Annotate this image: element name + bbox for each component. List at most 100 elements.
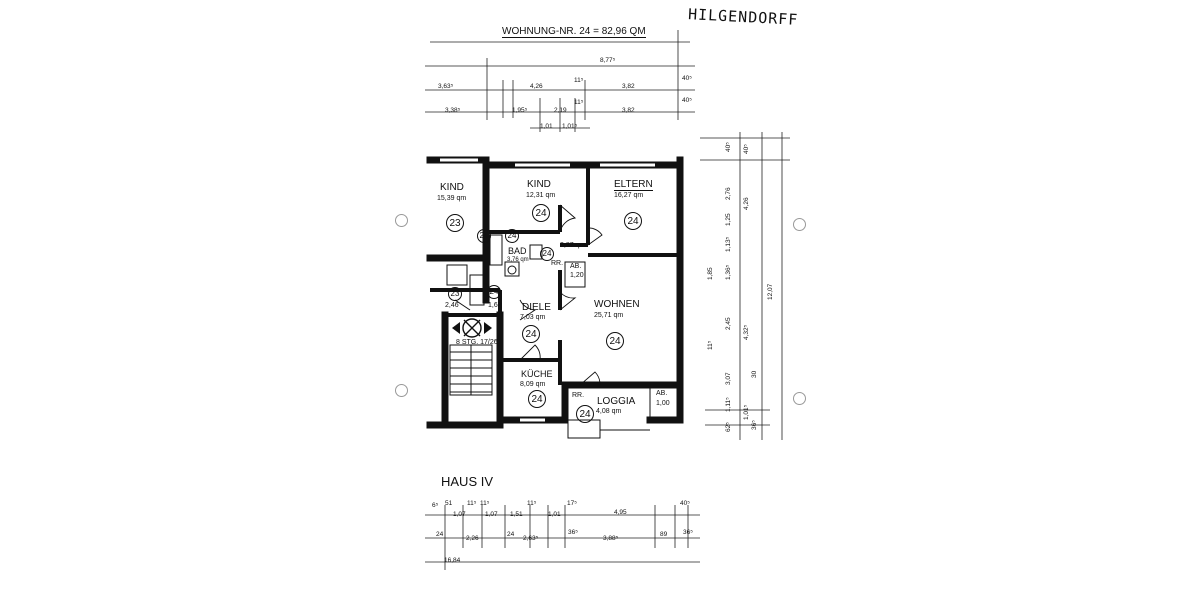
dim-bot-r2-4: 2,63⁵ <box>523 535 539 542</box>
punch-hole-right-top <box>793 218 806 231</box>
room-kind-24-area: 12,31 qm <box>526 192 556 199</box>
dim-right-c3-2: 11⁵ <box>707 340 714 350</box>
flur-area: 3,87 qm <box>560 242 586 249</box>
dim-top-r1-5: 40⁵ <box>682 75 692 82</box>
unit-badge-diele: 24 <box>522 325 540 343</box>
dim-bot-r2-8: 36⁵ <box>683 529 693 536</box>
room-kind-24-name: KIND <box>527 179 551 190</box>
building-label: HAUS IV <box>441 474 494 489</box>
dim-top-r3-1: 1,01 <box>540 123 553 130</box>
room-diele-area: 7,03 qm <box>520 314 546 321</box>
dim-bot-r2-3: 24 <box>507 531 515 538</box>
room-kueche-area: 8,09 qm <box>520 381 546 388</box>
unit-title: WOHNUNG-NR. 24 = 82,96 QM <box>502 26 646 38</box>
dim-top-r2-1: 3,38⁵ <box>445 107 461 114</box>
dim-top-r1-4: 3,82 <box>622 83 635 90</box>
bottom-dimension-lines <box>425 505 700 570</box>
unit-badge-kind-24: 24 <box>532 204 550 222</box>
dim-top-r2-6: 40⁵ <box>682 97 692 104</box>
room-kind-23-name: KIND <box>440 182 464 193</box>
dim-top-r1-2: 4,26 <box>530 83 543 90</box>
unit-badge-small-d: 23 <box>448 287 462 301</box>
room-kind-23-area: 15,39 qm <box>437 195 467 202</box>
room-bad-name: BAD <box>508 246 527 256</box>
room-bad-area: 3,76 qm <box>507 257 529 263</box>
dim-bot-r1-11: 4,95 <box>614 509 627 516</box>
room-eltern-area: 16,27 qm <box>614 192 644 199</box>
dim-right-outer: 12,07 <box>767 283 774 300</box>
ab-value-1: 1,20 <box>570 272 584 279</box>
stairwell <box>449 344 493 396</box>
interior-walls <box>430 165 680 385</box>
ab-label-1: AB. <box>570 263 582 270</box>
dim-right-c2-4: 1,13⁵ <box>725 236 732 252</box>
dim-right-c2-8: 1,11⁵ <box>725 397 732 412</box>
room-loggia-name: LOGGIA <box>597 396 636 407</box>
dim-top-r2-4: 11⁵ <box>574 99 584 106</box>
dim-right-c2-5: 1,36⁵ <box>725 264 732 280</box>
utility-boxes <box>446 264 485 311</box>
dim-bot-r2-7: 89 <box>660 531 668 538</box>
dim-bot-r1-6: 11⁵ <box>480 500 490 507</box>
unit-badge-23: 23 <box>446 214 464 232</box>
dim-top-r2-2: 1,95⁵ <box>512 107 528 114</box>
dim-right-c2-7: 3,07 <box>725 372 732 385</box>
dim-bot-r1-9: 1,01 <box>548 511 561 518</box>
ab-label-2: AB. <box>656 390 668 397</box>
dim-right-c2-6: 2,45 <box>725 317 732 330</box>
dim-right-c3-4: 36⁵ <box>751 420 758 430</box>
punch-hole-left-bottom <box>395 384 408 397</box>
dim-right-c2-1: 40⁵ <box>725 142 732 152</box>
dim-right-c1-1: 40⁵ <box>743 144 750 154</box>
dim-right-c1-4: 1,01⁵ <box>743 404 750 420</box>
dim-right-c3-3: 30 <box>751 370 758 378</box>
top-dimension-lines <box>425 30 695 132</box>
unit-badge-bad: 24 <box>505 229 519 243</box>
dim-right-c2-9: 62⁵ <box>725 422 732 432</box>
outer-walls <box>426 156 684 429</box>
dim-top-r1-3: 11⁵ <box>574 77 584 84</box>
dim-bot-overall: 16,84 <box>444 557 461 564</box>
dim-bot-r2-6: 3,88⁵ <box>603 535 619 542</box>
rr-label-2: RR. <box>572 392 585 399</box>
unit-badge-kueche: 24 <box>528 390 546 408</box>
dim-bot-r2-2: 2,26 <box>466 535 479 542</box>
dim-bot-r1-5: 1,07 <box>485 511 498 518</box>
ab-value-2: 1,00 <box>656 400 670 407</box>
windows <box>440 158 655 422</box>
dim-top-r1-1: 3,63⁵ <box>438 83 454 90</box>
dim-bot-r1-7: 1,51 <box>510 511 523 518</box>
room-eltern-name: ELTERN <box>614 179 653 191</box>
dim-top-r2-3: 2,19 <box>554 107 567 114</box>
small-area-a: 1,62 <box>488 302 502 309</box>
dim-bot-r2-1: 24 <box>436 531 444 538</box>
unit-badge-small-b: 24 <box>540 247 554 261</box>
dim-bot-r1-12: 40⁵ <box>680 500 690 507</box>
dim-top-r2-5: 3,82 <box>622 107 635 114</box>
dim-top-r3-2: 1,01⁵ <box>562 123 578 130</box>
dim-bot-r1-8: 11⁵ <box>527 500 537 507</box>
punch-hole-left-top <box>395 214 408 227</box>
room-wohnen-name: WOHNEN <box>594 299 640 310</box>
dim-right-c2-2: 2,76 <box>725 187 732 200</box>
shaft-symbol <box>452 318 492 338</box>
bath-fixtures <box>489 234 586 288</box>
dim-right-c2-3: 1,25 <box>725 213 732 226</box>
room-diele-name: DIELE <box>522 302 551 313</box>
dim-right-c1-3: 4,32⁵ <box>743 324 750 340</box>
dim-bot-r2-5: 36⁵ <box>568 529 578 536</box>
dim-bot-r1-4: 11⁵ <box>467 500 477 507</box>
rr-label-1: RR. <box>551 260 564 267</box>
unit-badge-small-a: 24 <box>477 229 491 243</box>
dim-bot-r1-2: 51 <box>445 500 453 507</box>
unit-badge-eltern: 24 <box>624 212 642 230</box>
room-loggia-area: 4,08 qm <box>596 408 622 415</box>
dim-right-c1-2: 4,26 <box>743 197 750 210</box>
right-dimension-lines <box>700 132 790 440</box>
dim-bot-r1-1: 6⁵ <box>432 502 439 509</box>
dim-bot-r1-3: 1,07 <box>453 511 466 518</box>
room-wohnen-area: 25,71 qm <box>594 312 624 319</box>
stair-label: 8 STG. 17/26 <box>456 339 498 346</box>
unit-badge-small-c: 24 <box>487 285 501 299</box>
